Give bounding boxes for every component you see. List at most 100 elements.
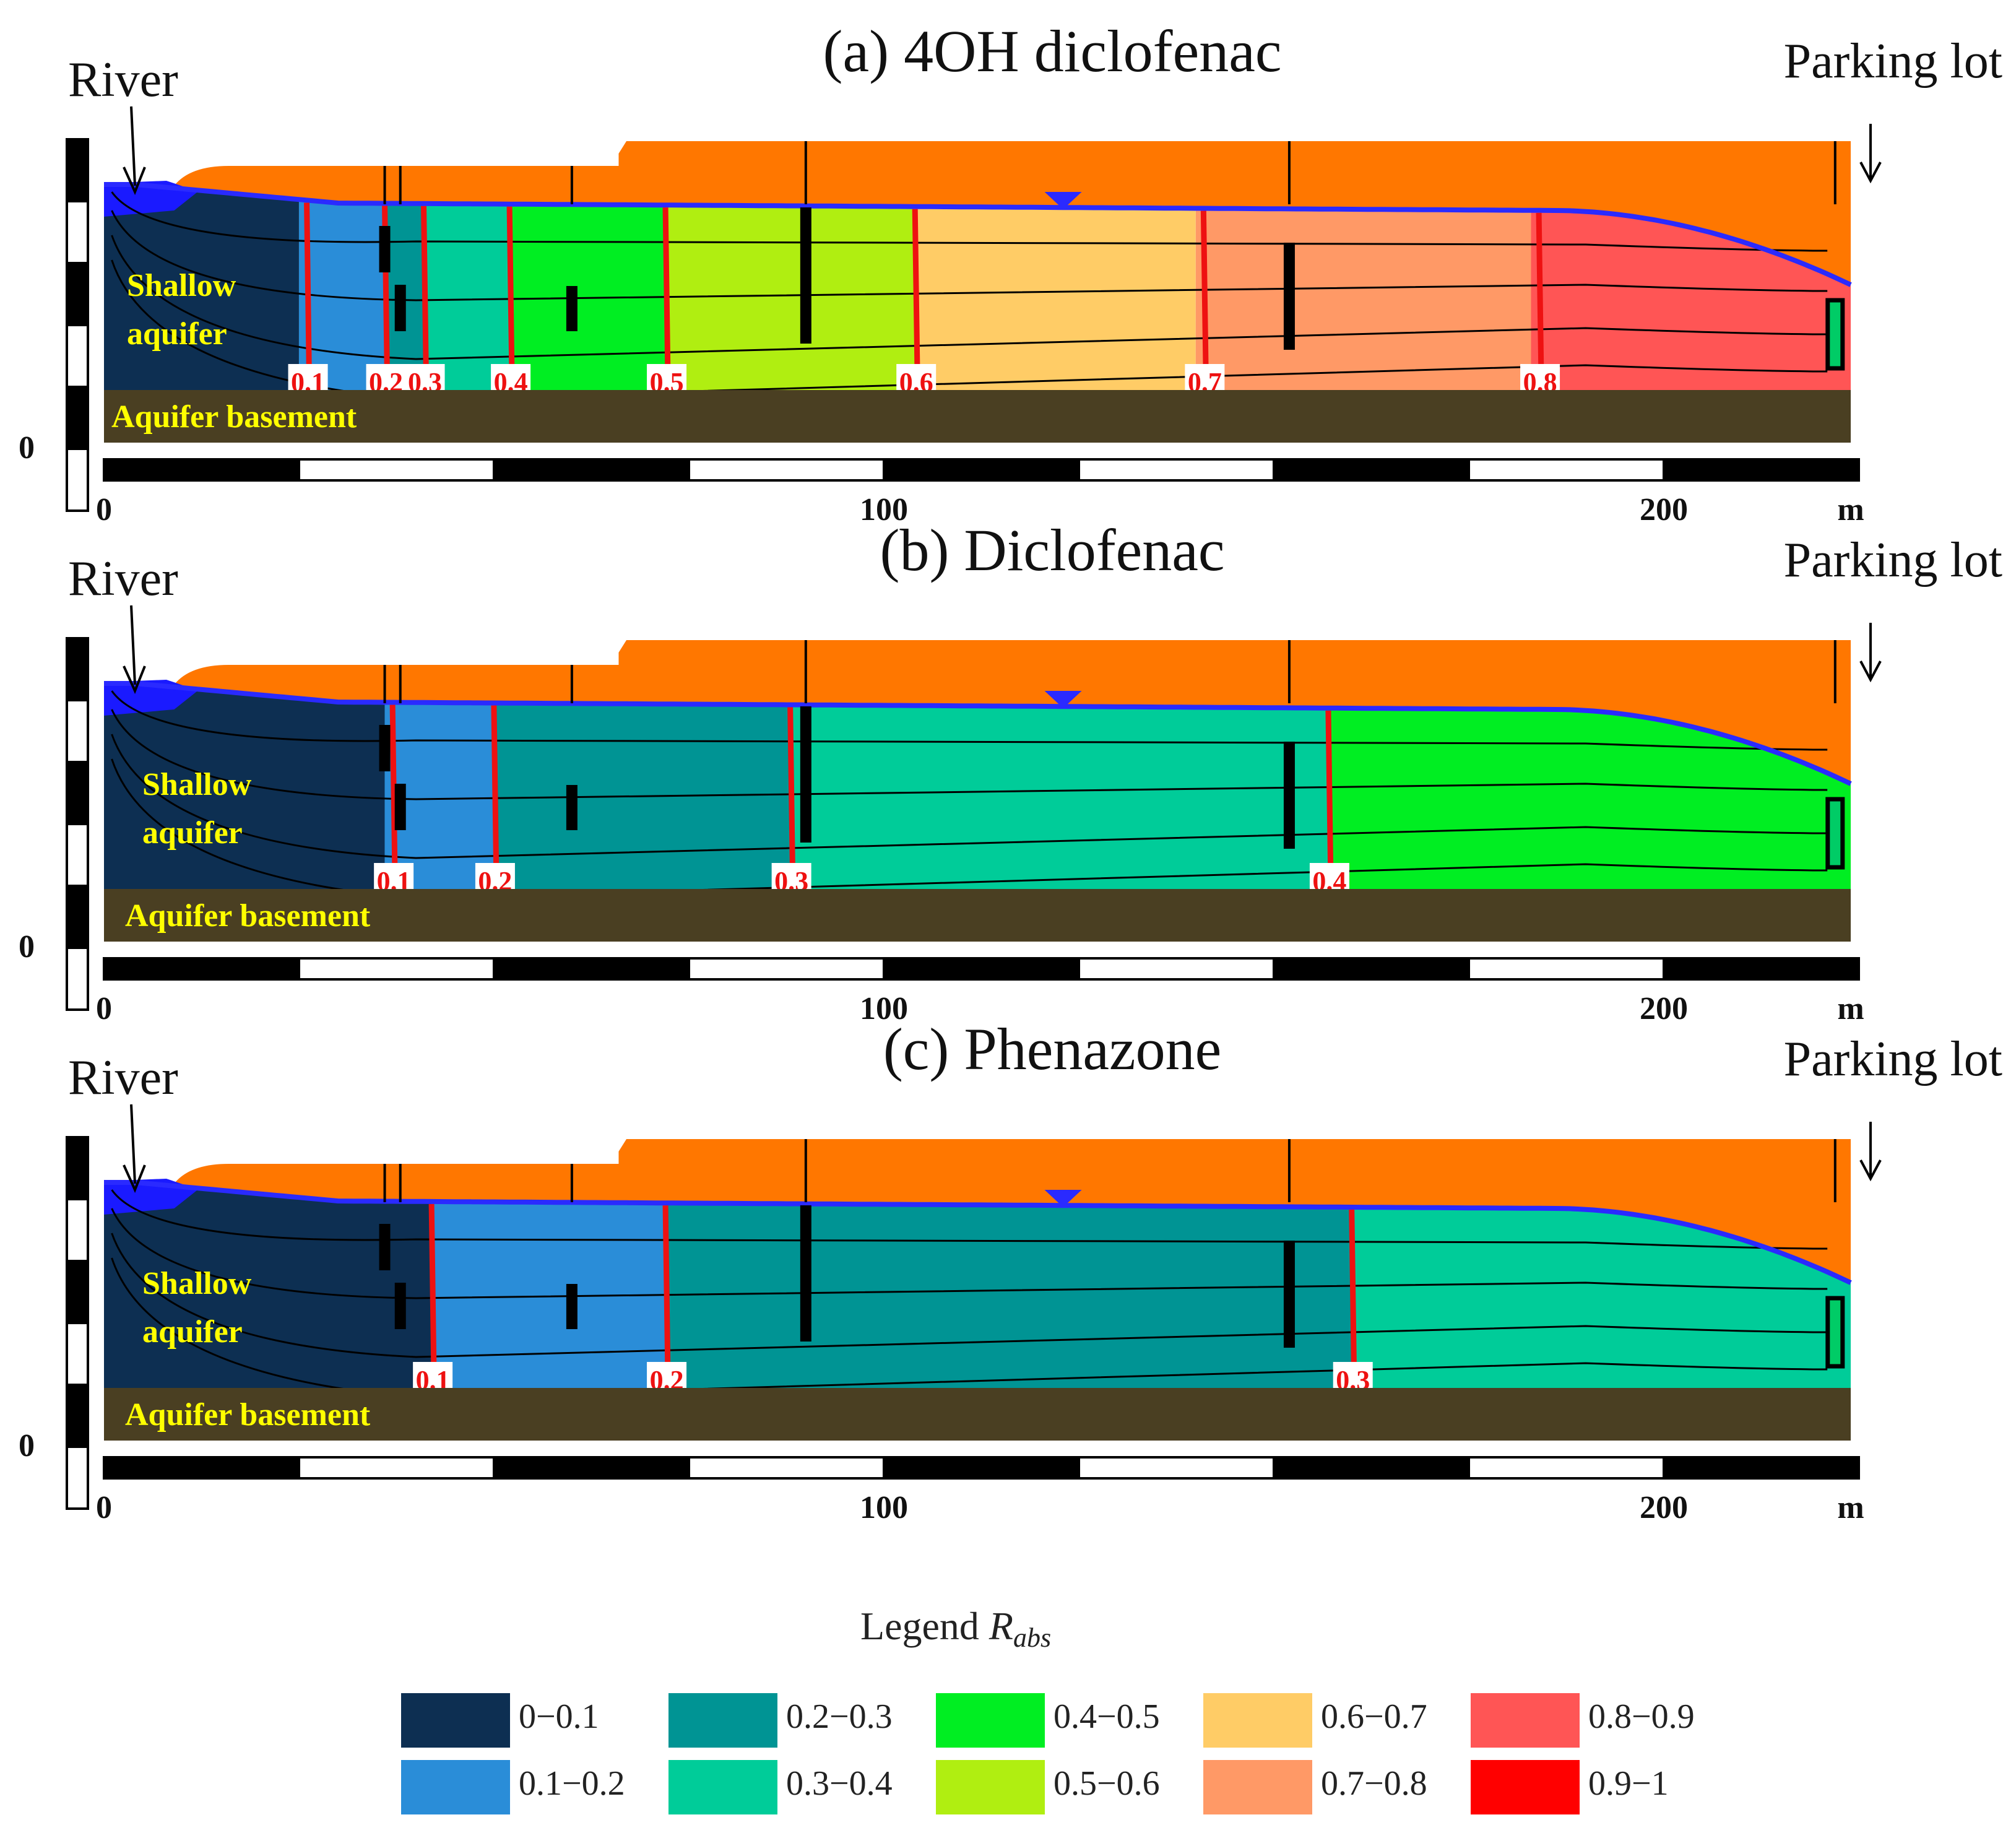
scale-tick-label: 100 [860, 991, 908, 1026]
isoline [1349, 1209, 1357, 1379]
well-screen [379, 725, 391, 771]
river-arrow-head-icon [123, 167, 146, 196]
scale-unit-label: m [1837, 1490, 1864, 1525]
aquifer-basement [104, 889, 1851, 942]
horizontal-scale-segment [298, 1456, 495, 1480]
well-screen [394, 784, 406, 830]
aquifer-zone [1531, 210, 1851, 390]
horizontal-scale-segment [1078, 458, 1275, 482]
scale-tick-label: 200 [1640, 991, 1688, 1026]
vertical-scale-segment [66, 1260, 89, 1324]
aquifer-zone [790, 704, 1328, 889]
aquifer-zone [384, 702, 494, 889]
isoline [506, 206, 515, 381]
well-screen [800, 1205, 811, 1342]
horizontal-scale-segment [1468, 957, 1665, 981]
isoline [1536, 212, 1544, 381]
river-arrow-shaft [130, 106, 136, 186]
horizontal-scale-segment [1468, 458, 1665, 482]
water-table-marker-icon [1044, 1190, 1082, 1207]
horizontal-scale-segment [493, 1456, 690, 1480]
vertical-scale-segment [66, 823, 89, 887]
water-table-marker-icon [1044, 691, 1082, 708]
well-screen [394, 285, 406, 331]
scale-unit-label: m [1837, 492, 1864, 527]
well-screen [800, 207, 811, 344]
pumping-well-screen [1825, 298, 1845, 371]
well-screen [1283, 243, 1295, 350]
basement-label: Aquifer basement [111, 399, 357, 435]
unsaturated-zone [174, 141, 1851, 285]
water-table-line [104, 182, 1852, 287]
aquifer-label-line2: aquifer [142, 1314, 243, 1350]
horizontal-scale-segment [688, 1456, 885, 1480]
well-screen [566, 785, 578, 830]
aquifer-basement [104, 1388, 1851, 1441]
vertical-scale-segment [66, 138, 89, 202]
isoline [662, 207, 671, 381]
vertical-scale-segment [66, 386, 89, 450]
horizontal-scale-segment [1663, 957, 1860, 981]
aquifer-zone [1351, 1207, 1851, 1388]
aquifer-zone [1328, 708, 1851, 889]
vertical-scale-segment [66, 200, 89, 264]
aquifer-zone [423, 203, 510, 390]
flow-line [111, 1233, 1828, 1358]
vertical-zero-label: 0 [19, 430, 35, 466]
isoline [491, 705, 500, 880]
pumping-well-screen [1825, 1296, 1845, 1369]
water-table-line [104, 1180, 1852, 1285]
scale-tick-label: 100 [860, 492, 908, 527]
horizontal-scale-segment [1663, 458, 1860, 482]
horizontal-scale-segment [298, 458, 495, 482]
aquifer-label-line1: Shallow [142, 1266, 252, 1301]
aquifer-zone [298, 199, 385, 390]
horizontal-scale-segment [103, 458, 300, 482]
river-label: River [68, 1051, 178, 1105]
aquifer-zone [665, 205, 915, 390]
vertical-scale-segment [66, 1322, 89, 1386]
vertical-scale-segment [66, 262, 89, 326]
vertical-scale-segment [66, 761, 89, 825]
vertical-scale-segment [66, 885, 89, 949]
scale-tick-label: 100 [860, 1490, 908, 1525]
horizontal-scale-segment [688, 957, 885, 981]
river-arrow-shaft [130, 1104, 136, 1184]
scale-tick-label: 0 [96, 1490, 112, 1525]
river-label: River [68, 552, 178, 606]
vertical-scale-segment [66, 1198, 89, 1262]
basement-label: Aquifer basement [125, 898, 371, 934]
panel-title: (a) 4OH diclofenac [823, 18, 1282, 84]
horizontal-scale-segment [883, 957, 1080, 981]
aquifer-zone [104, 683, 385, 889]
vertical-scale-segment [66, 1446, 89, 1510]
horizontal-scale-segment [1078, 957, 1275, 981]
well-screen [394, 1283, 406, 1329]
horizontal-scale-segment [1273, 1456, 1470, 1480]
well-screen [566, 1284, 578, 1329]
scale-unit-label: m [1837, 991, 1864, 1026]
aquifer-zone [665, 1203, 1352, 1388]
river-arrow-shaft [130, 605, 136, 685]
well-screen [800, 706, 811, 843]
parking-lot-label: Parking lot [1784, 533, 2002, 587]
isoline [304, 202, 313, 381]
vertical-scale-segment [66, 947, 89, 1011]
scale-tick-label: 0 [96, 492, 112, 527]
isoline [1200, 210, 1209, 381]
horizontal-scale-segment [103, 1456, 300, 1480]
pumping-well-screen [1825, 797, 1845, 870]
horizontal-scale-segment [1468, 1456, 1665, 1480]
horizontal-scale-segment [493, 458, 690, 482]
vertical-scale-segment [66, 1136, 89, 1200]
parking-lot-label: Parking lot [1784, 34, 2002, 89]
horizontal-scale-segment [1078, 1456, 1275, 1480]
parking-arrow-head-icon [1859, 162, 1882, 184]
horizontal-scale-segment [298, 957, 495, 981]
water-table-marker-icon [1044, 192, 1082, 209]
isoline [428, 1203, 437, 1379]
vertical-scale-segment [66, 637, 89, 701]
vertical-scale-segment [66, 1384, 89, 1448]
